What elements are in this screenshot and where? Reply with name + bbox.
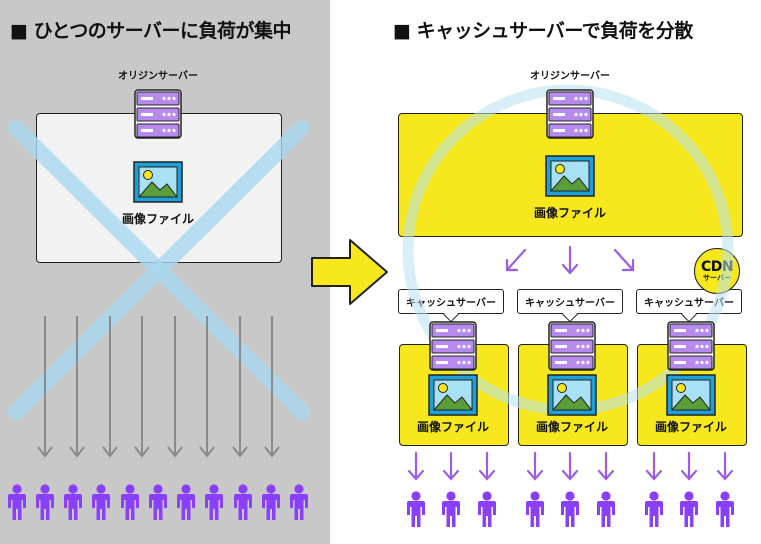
right-heading: ■ キャッシュサーバーで負荷を分散 xyxy=(393,20,693,42)
cache-server-icon-1 xyxy=(429,321,477,371)
left-origin-server-icon xyxy=(134,89,182,139)
user-icon xyxy=(262,484,280,520)
cache-image-icon-2 xyxy=(547,374,597,416)
user-icon xyxy=(716,491,734,527)
user-icon xyxy=(8,484,26,520)
cache-server-icon-2 xyxy=(548,321,596,371)
user-icon xyxy=(645,491,663,527)
left-origin-label: オリジンサーバー xyxy=(118,71,198,82)
left-users xyxy=(8,484,308,520)
user-icon xyxy=(680,491,698,527)
cdn-badge-subtitle: サーバー xyxy=(703,273,731,282)
cache-server-label-3: キャッシュサーバー xyxy=(636,289,742,314)
user-icon xyxy=(149,484,167,520)
distribution-arrows xyxy=(505,245,635,275)
left-heading: ■ ひとつのサーバーに負荷が集中 xyxy=(10,20,292,42)
transition-arrow-icon xyxy=(311,239,388,305)
right-origin-label: オリジンサーバー xyxy=(530,71,610,82)
left-image-icon xyxy=(133,161,183,203)
cache-file-label-1: 画像ファイル xyxy=(416,420,490,434)
cache-image-icon-3 xyxy=(666,374,716,416)
rejection-cross xyxy=(8,120,310,420)
right-users xyxy=(407,491,734,527)
right-image-icon xyxy=(545,155,595,197)
cache-server-label-2: キャッシュサーバー xyxy=(517,289,623,314)
right-origin-server-icon xyxy=(546,89,594,139)
cache-image-icon-1 xyxy=(428,374,478,416)
user-icon xyxy=(92,484,110,520)
cache-server-icon-3 xyxy=(667,321,715,371)
cache-delivery-arrows xyxy=(407,451,734,481)
left-request-arrows xyxy=(37,316,280,458)
user-icon xyxy=(561,491,579,527)
user-icon xyxy=(36,484,54,520)
user-icon xyxy=(205,484,223,520)
right-file-label: 画像ファイル xyxy=(533,206,607,220)
user-icon xyxy=(407,491,425,527)
user-icon xyxy=(121,484,139,520)
user-icon xyxy=(290,484,308,520)
user-icon xyxy=(597,491,615,527)
left-file-label: 画像ファイル xyxy=(121,212,195,226)
user-icon xyxy=(478,491,496,527)
cache-file-label-2: 画像ファイル xyxy=(535,420,609,434)
user-icon xyxy=(526,491,544,527)
user-icon xyxy=(234,484,252,520)
user-icon xyxy=(64,484,82,520)
user-icon xyxy=(177,484,195,520)
user-icon xyxy=(442,491,460,527)
cache-file-label-3: 画像ファイル xyxy=(654,420,728,434)
